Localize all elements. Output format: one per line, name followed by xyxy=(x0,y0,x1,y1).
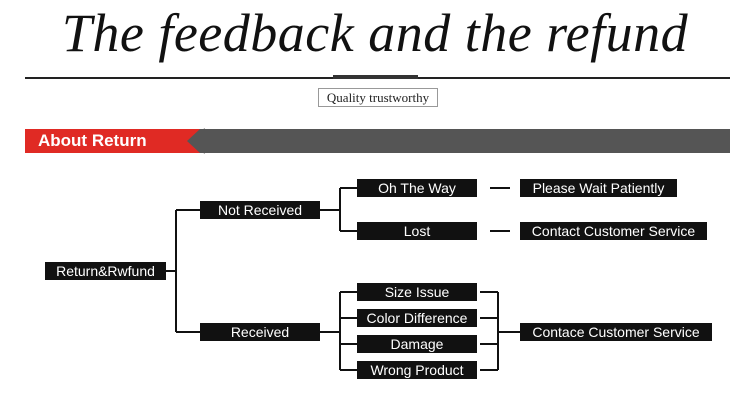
node-damage: Damage xyxy=(357,335,477,353)
node-lost: Lost xyxy=(357,222,477,240)
node-return-refund: Return&Rwfund xyxy=(45,262,166,280)
node-wrong-product: Wrong Product xyxy=(357,361,477,379)
node-size-issue: Size Issue xyxy=(357,283,477,301)
title-divider-accent xyxy=(333,75,418,79)
node-contace-customer-service: Contace Customer Service xyxy=(520,323,712,341)
node-received: Received xyxy=(200,323,320,341)
banner-label: About Return xyxy=(38,131,147,150)
node-oh-the-way: Oh The Way xyxy=(357,179,477,197)
section-banner xyxy=(25,128,730,154)
banner-chevron xyxy=(190,128,206,154)
node-color-difference: Color Difference xyxy=(357,309,477,327)
node-please-wait-patiently: Please Wait Patiently xyxy=(520,179,677,197)
node-not-received: Not Received xyxy=(200,201,320,219)
subtitle-badge: Quality trustworthy xyxy=(318,88,438,107)
banner-red-tab xyxy=(25,129,200,153)
banner-gray-bar xyxy=(185,129,730,153)
node-contact-customer-service: Contact Customer Service xyxy=(520,222,707,240)
page-title: The feedback and the refund xyxy=(61,3,689,63)
